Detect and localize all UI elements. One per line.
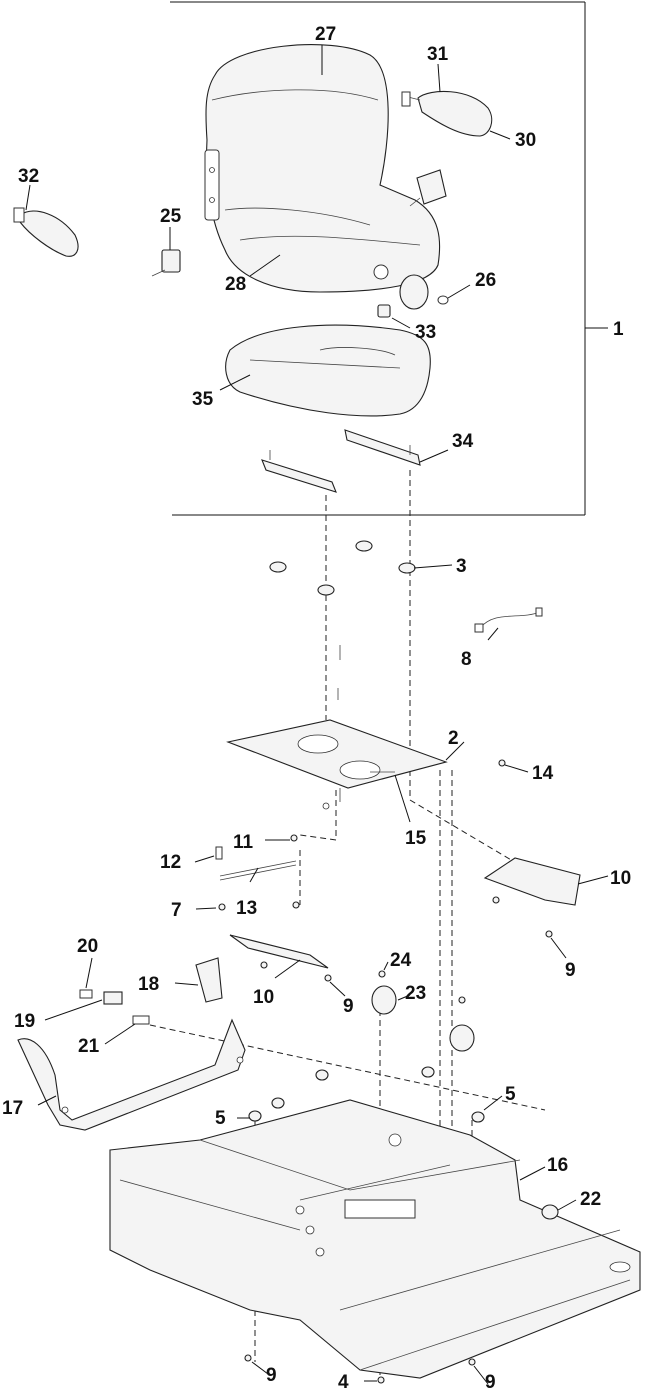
callout-5: 5 [215,1108,226,1129]
bolts [337,645,341,700]
pin-14 [498,759,506,767]
seat-switch [377,304,391,318]
seat [204,44,441,293]
callout-27: 27 [315,24,336,45]
callout-labels: 27 31 30 32 25 28 26 33 1 35 34 3 8 2 14… [2,24,631,1390]
callout-10: 10 [253,987,274,1008]
bottom-nuts [244,1354,476,1384]
callout-33: 33 [415,322,436,343]
callout-28: 28 [225,274,246,295]
callout-31: 31 [427,44,449,65]
callout-4: 4 [338,1372,349,1390]
callout-18: 18 [138,974,159,995]
callout-20: 20 [77,936,98,957]
callout-19: 19 [14,1011,35,1032]
seat-belt-buckle-right [409,169,447,207]
callout-23: 23 [405,983,426,1004]
callout-32: 32 [18,166,39,187]
armrest-left [13,207,79,257]
callout-25: 25 [160,206,182,227]
callout-13: 13 [236,898,257,919]
callout-17: 17 [2,1098,23,1119]
callout-9: 9 [343,996,354,1017]
callout-9: 9 [266,1365,277,1386]
seat-plate [226,719,448,810]
callout-30: 30 [515,130,536,151]
callout-21: 21 [78,1036,100,1057]
callout-26: 26 [475,270,496,291]
callout-15: 15 [405,828,427,849]
seat-suspension-pan [225,324,431,417]
seat-belt-buckle-left [151,249,181,277]
handle-grip [195,957,223,1003]
callout-7: 7 [171,900,182,921]
isolators [269,540,416,596]
seat-assembly-boundary [170,1,608,516]
callout-34: 34 [452,431,474,452]
bracket-left [229,934,332,982]
chassis-frame [109,1099,641,1379]
callout-9: 9 [485,1372,496,1390]
nut-22 [541,1204,559,1220]
callout-12: 12 [160,852,181,873]
callout-5: 5 [505,1084,516,1105]
callout-16: 16 [547,1155,568,1176]
callout-10: 10 [610,868,631,889]
callout-2: 2 [448,728,459,749]
callout-11: 11 [233,832,254,853]
callout-14: 14 [532,763,554,784]
spring-bolt-bushing [79,989,150,1025]
callout-9: 9 [565,960,576,981]
callout-24: 24 [390,950,412,971]
callout-35: 35 [192,389,214,410]
callout-1: 1 [613,319,624,340]
callout-22: 22 [580,1189,601,1210]
bracket-right [483,857,581,938]
callout-3: 3 [456,556,467,577]
adjustment-knob [399,274,449,310]
leader-lines [25,45,609,1385]
rod-assembly [215,834,300,911]
isolator-feet [248,1066,485,1123]
adjustment-lever [17,1018,246,1131]
seat-slide-rails [261,429,421,493]
armrest-right [401,90,493,137]
bushings [371,970,475,1052]
wire-harness [474,607,543,633]
callout-8: 8 [461,649,472,670]
